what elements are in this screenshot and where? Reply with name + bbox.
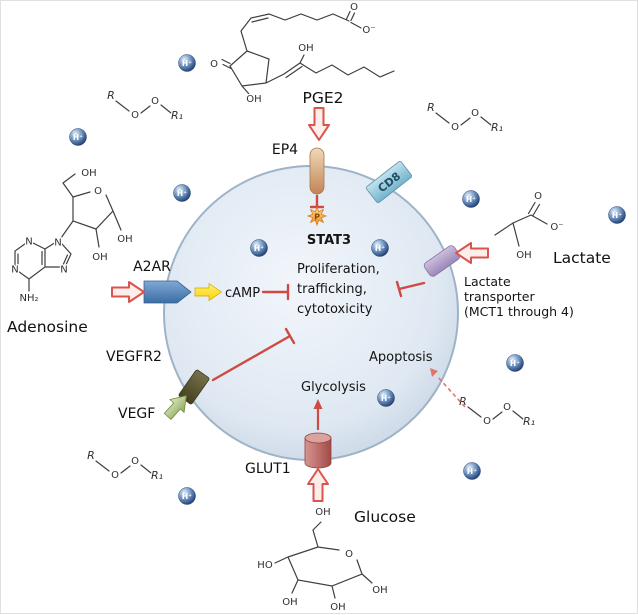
glut1-glycolysis-arrow	[313, 399, 323, 430]
lactate-bonds	[494, 201, 548, 247]
lactate-inhibition	[395, 280, 426, 298]
adenosine-bonds	[14, 173, 122, 292]
pge2-bonds	[221, 10, 395, 95]
h-ion	[463, 462, 481, 480]
adenosine-structure: OH O OH OH N N N N NH₂	[10, 167, 134, 306]
lactate-structure: O O⁻ OH	[494, 190, 565, 262]
pge2-structure: O O⁻ O OH OH	[209, 1, 395, 106]
atom-label: O	[210, 59, 218, 70]
transporter-caption-line1: Lactate	[464, 274, 511, 289]
lactate-to-transporter-arrow	[455, 242, 489, 264]
phospho-label: P	[314, 213, 320, 222]
h-ion	[69, 128, 87, 146]
atom-label: OH	[92, 252, 107, 263]
atom-label: OH	[282, 597, 297, 608]
a2ar-receptor	[143, 280, 192, 304]
atom-label: OH	[516, 250, 531, 261]
peroxide-fragment	[85, 447, 165, 484]
h-ion	[371, 239, 389, 257]
glycolysis-label: Glycolysis	[301, 380, 366, 395]
h-ion	[178, 487, 196, 505]
h-ion	[462, 190, 480, 208]
h-ion	[173, 184, 191, 202]
intracellular-signalling: P STAT3 Proliferation, trafficking, cyto…	[211, 194, 466, 430]
peroxide-apoptosis-arrow	[430, 368, 466, 408]
camp-inhibition	[261, 283, 290, 301]
peroxide-fragment	[105, 87, 185, 124]
vegf-ligand	[163, 395, 187, 420]
glucose-structure: OH O HO OH OH OH	[256, 506, 389, 615]
lactate-label: Lactate	[553, 249, 611, 267]
adenosine-to-a2ar-arrow	[111, 281, 145, 303]
h-ion	[608, 206, 626, 224]
glucose-to-glut1-arrow	[307, 468, 329, 502]
atom-label: OH	[117, 234, 132, 245]
central-effect-line2: trafficking,	[297, 282, 367, 297]
vegfr2-inhibition	[211, 327, 296, 382]
stat3-label: STAT3	[307, 233, 351, 248]
vegf-label: VEGF	[118, 406, 155, 422]
a2ar-label: A2AR	[133, 259, 171, 275]
peroxide-fragment	[425, 99, 505, 136]
central-effect-line3: cytotoxicity	[297, 302, 373, 317]
atom-label: O	[345, 549, 353, 560]
central-effect-line1: Proliferation,	[297, 262, 380, 277]
glut1-transporter	[304, 432, 332, 469]
atom-label: N	[11, 265, 18, 276]
h-ion	[178, 54, 196, 72]
ep4-label: EP4	[272, 142, 298, 158]
h-ion	[250, 239, 268, 257]
ep4-receptor	[309, 147, 325, 195]
atom-label: N	[60, 265, 67, 276]
h-ion	[506, 354, 524, 372]
camp-label: cAMP	[225, 286, 260, 301]
atom-label: N	[54, 238, 61, 249]
vegfr2-label: VEGFR2	[106, 349, 162, 365]
adenosine-label: Adenosine	[7, 318, 88, 336]
camp-activation-arrow	[194, 282, 223, 302]
atom-label: N	[25, 237, 32, 248]
apoptosis-label: Apoptosis	[369, 350, 433, 365]
atom-label: O⁻	[550, 222, 563, 233]
atom-label: O	[534, 191, 542, 202]
atom-label: OH	[81, 168, 96, 179]
atom-label: OH	[315, 507, 330, 518]
atom-label: O⁻	[362, 25, 375, 36]
glucose-label: Glucose	[354, 508, 416, 526]
atom-label: HO	[257, 560, 273, 571]
peroxide-fragment	[457, 393, 537, 430]
pge2-to-ep4-arrow	[308, 107, 330, 141]
atom-label: O	[94, 186, 102, 197]
transporter-caption-line3: (MCT1 through 4)	[464, 304, 574, 319]
h-ion	[377, 389, 395, 407]
lactate-transporter	[423, 245, 461, 277]
atom-label: NH₂	[19, 293, 38, 304]
atom-label: OH	[330, 602, 345, 613]
atom-label: O	[350, 2, 358, 13]
pge2-label: PGE2	[302, 89, 343, 107]
phospho-star	[306, 205, 328, 227]
transporter-caption-line2: transporter	[464, 289, 535, 304]
glut1-label: GLUT1	[245, 461, 291, 477]
atom-label: OH	[372, 585, 387, 596]
atom-label: OH	[298, 43, 313, 54]
glucose-bonds	[274, 521, 373, 599]
atom-label: OH	[246, 94, 261, 105]
